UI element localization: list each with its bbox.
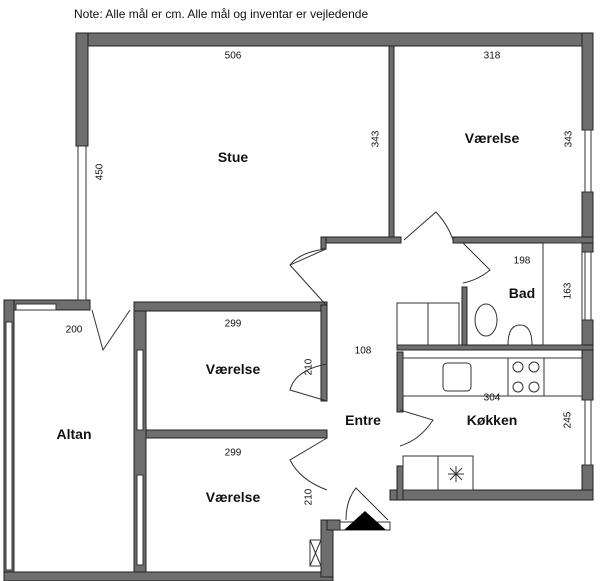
toilet-icon: [474, 303, 498, 337]
walls: [3, 32, 594, 581]
room-label-bad: Bad: [508, 285, 536, 301]
stove-icon: [507, 357, 545, 397]
room-label-vaerelse-top: Værelse: [464, 130, 520, 146]
room-label-stue: Stue: [217, 149, 249, 165]
room-label-vaerelse-bot: Værelse: [205, 489, 261, 505]
dim-stue-height: 343: [370, 130, 382, 148]
dim-vaerelse-bot-height: 210: [303, 488, 315, 506]
room-label-kokken: Køkken: [466, 412, 518, 428]
room-label-vaerelse-mid: Værelse: [205, 361, 261, 377]
dim-stue-side: 450: [94, 163, 106, 181]
dim-kokken-height: 245: [562, 411, 574, 429]
dim-kokken-width: 304: [483, 392, 501, 404]
entrance-arrow-icon: [344, 511, 386, 530]
dim-vaerelse-top-height: 343: [563, 130, 575, 148]
sink-icon: [507, 324, 533, 346]
plan-note: Note: Alle mål er cm. Alle mål og invent…: [74, 7, 369, 21]
doors: [91, 211, 491, 521]
dim-bad-height: 163: [562, 282, 574, 300]
dim-bad-width: 198: [513, 255, 531, 267]
dim-altan-width: 200: [65, 324, 83, 336]
dim-vaerelse-bot-width: 299: [224, 447, 242, 459]
kitchen-sink-icon: [442, 362, 472, 392]
dim-entre-width: 108: [354, 345, 372, 357]
dim-vaerelse-top-width: 318: [483, 50, 501, 62]
fixtures: [309, 242, 583, 567]
dim-stue-width: 506: [224, 50, 242, 62]
room-label-entre: Entre: [345, 412, 381, 428]
extractor-icon: [448, 466, 464, 482]
dim-vaerelse-mid-height: 210: [303, 358, 315, 376]
dim-vaerelse-mid-width: 299: [224, 318, 242, 330]
room-label-altan: Altan: [56, 426, 92, 442]
